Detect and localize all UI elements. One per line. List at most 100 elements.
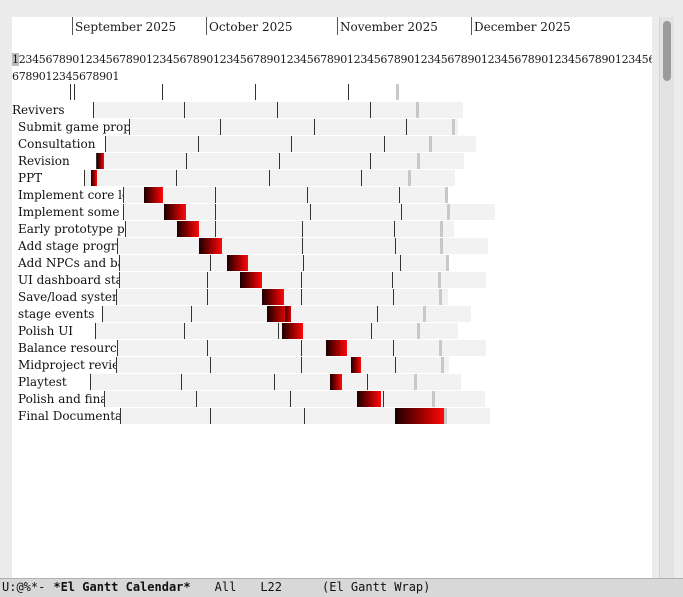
task-row[interactable]: Midproject review [12, 356, 652, 373]
month-tick [119, 255, 120, 271]
scrollbar-thumb[interactable] [663, 21, 671, 81]
task-label: Final Documentati. [18, 409, 120, 423]
task-row[interactable]: Final Documentati. [12, 407, 652, 424]
task-row[interactable]: stage events [12, 305, 652, 322]
month-tick [207, 340, 208, 356]
timeline-band [93, 102, 463, 118]
day-numbers-row: 1234567890123456789012345678901234567890… [12, 52, 652, 68]
task-bar-end[interactable] [285, 306, 291, 322]
task-row[interactable]: UI dashboard sta. [12, 271, 652, 288]
task-bar[interactable] [144, 187, 163, 203]
month-label-october: October 2025 [209, 20, 293, 34]
task-bar[interactable] [177, 221, 199, 237]
day-numbers-text: 2345678901234567890123456789012345678901… [18, 53, 652, 66]
task-row[interactable]: Revision [12, 152, 652, 169]
timeline-band [95, 323, 458, 339]
month-tick [123, 204, 124, 220]
task-row[interactable]: Add NPCs and basi. [12, 254, 652, 271]
today-marker [452, 119, 455, 135]
task-bar[interactable] [267, 306, 289, 322]
month-tick [291, 136, 292, 152]
task-bar[interactable] [164, 204, 186, 220]
task-label: Save/load system [18, 290, 116, 304]
task-bar[interactable] [240, 272, 262, 288]
month-tick [277, 102, 278, 118]
month-tick [304, 408, 305, 424]
task-bar[interactable] [199, 238, 222, 254]
month-tick [181, 374, 182, 390]
month-tick [400, 255, 401, 271]
task-bar[interactable] [97, 153, 104, 169]
today-marker [408, 170, 411, 186]
timeline-band [90, 374, 461, 390]
month-tick [196, 391, 197, 407]
gantt-buffer[interactable]: September 2025 October 2025 November 202… [12, 17, 652, 578]
task-bar[interactable] [330, 374, 342, 390]
task-row[interactable]: Save/load system [12, 288, 652, 305]
month-tick [399, 187, 400, 203]
month-tick [96, 153, 97, 169]
task-row[interactable]: Implement core loo [12, 186, 652, 203]
timeline-band [96, 153, 464, 169]
task-row[interactable]: Submit game propos- [12, 118, 652, 135]
timeline-band [119, 255, 449, 271]
month-label-november: November 2025 [340, 20, 438, 34]
month-tick [116, 289, 117, 305]
month-tick [393, 289, 394, 305]
task-label: Submit game propos- [18, 120, 129, 134]
timeline-band [123, 204, 495, 220]
month-tick [371, 323, 372, 339]
month-tick [394, 221, 395, 237]
task-bar[interactable] [395, 408, 444, 424]
task-bar[interactable] [357, 391, 381, 407]
month-separator [206, 17, 207, 35]
task-row[interactable]: Playtest [12, 373, 652, 390]
month-tick [279, 153, 280, 169]
task-row[interactable]: Add stage progres. [12, 237, 652, 254]
task-row[interactable]: Early prototype p. [12, 220, 652, 237]
month-header: September 2025 October 2025 November 202… [12, 17, 652, 35]
month-tick [125, 221, 126, 237]
month-tick [207, 272, 208, 288]
month-tick [370, 102, 371, 118]
today-marker [439, 289, 442, 305]
major-mode[interactable]: (El Gantt Wrap) [322, 580, 431, 594]
task-bar[interactable] [326, 340, 347, 356]
task-row[interactable]: Implement some ac. [12, 203, 652, 220]
task-label: Revision [18, 154, 70, 168]
month-tick [184, 323, 185, 339]
month-tick [95, 323, 96, 339]
month-tick [207, 289, 208, 305]
task-bar[interactable] [91, 170, 97, 186]
task-bar[interactable] [351, 357, 361, 373]
month-tick [310, 204, 311, 220]
month-tick [302, 238, 303, 254]
task-label: Midproject review [18, 358, 116, 372]
month-tick [191, 306, 192, 322]
task-row[interactable]: Polish and final . [12, 390, 652, 407]
task-row[interactable]: Consultation [12, 135, 652, 152]
task-row[interactable]: Polish UI [12, 322, 652, 339]
month-tick [116, 357, 117, 373]
today-marker [444, 408, 447, 424]
month-tick [104, 391, 105, 407]
group-row[interactable]: Revivers [12, 101, 652, 118]
month-tick [393, 340, 394, 356]
month-tick [117, 340, 118, 356]
buffer-name[interactable]: *El Gantt Calendar* [53, 580, 191, 594]
month-tick [290, 391, 291, 407]
task-row[interactable]: Balance resource . [12, 339, 652, 356]
month-tick [90, 374, 91, 390]
task-bar[interactable] [282, 323, 303, 339]
task-label: Implement some ac. [18, 205, 123, 219]
month-tick [370, 153, 371, 169]
month-label-september: September 2025 [75, 20, 177, 34]
task-row[interactable]: PPT [12, 169, 652, 186]
month-tick [119, 272, 120, 288]
task-label: UI dashboard sta. [18, 273, 119, 287]
task-label: Early prototype p. [18, 222, 125, 236]
month-separator [337, 17, 338, 35]
task-bar[interactable] [262, 289, 284, 305]
task-bar[interactable] [227, 255, 248, 271]
vertical-scrollbar[interactable] [659, 17, 674, 578]
